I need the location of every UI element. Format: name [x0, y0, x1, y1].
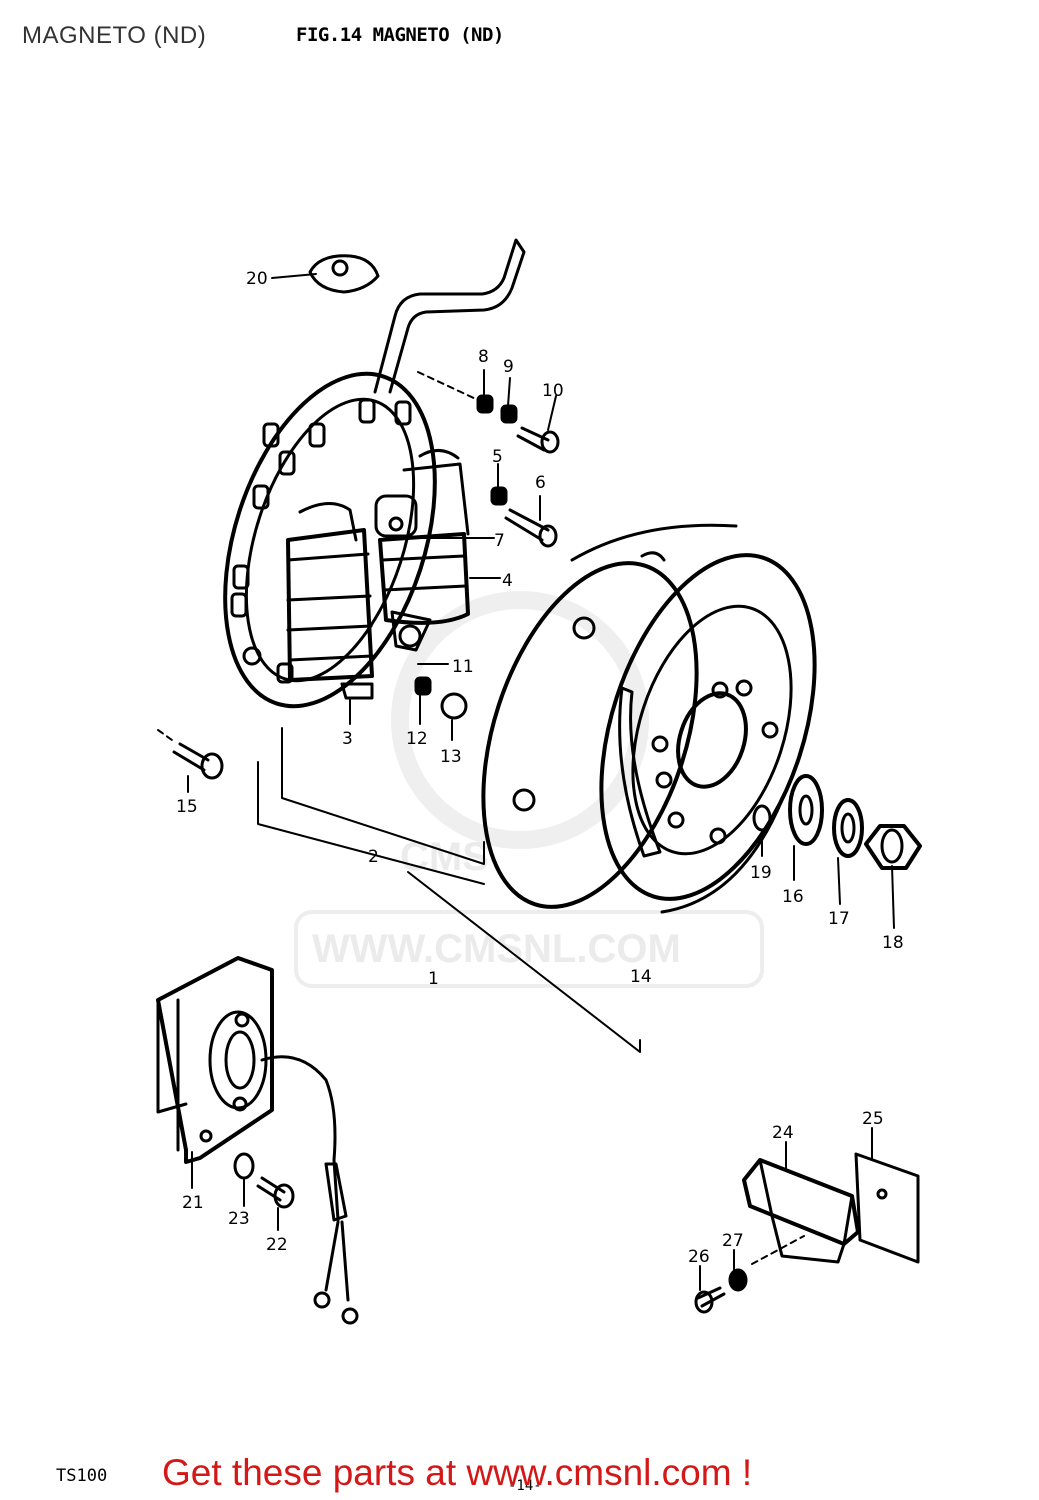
- page-number: -14-: [508, 1478, 542, 1494]
- callout-3: 3: [342, 729, 353, 749]
- callout-10: 10: [542, 381, 564, 401]
- callout-19: 19: [750, 863, 772, 883]
- ignition-coil: [374, 449, 470, 652]
- leader-lines: [187, 273, 895, 1291]
- stator-plate: [223, 371, 437, 709]
- figure-title: FIG.14 MAGNETO (ND): [296, 24, 504, 46]
- callout-23: 23: [228, 1209, 250, 1229]
- watermark-url: WWW.CMSNL.COM: [312, 927, 681, 971]
- callout-2: 2: [368, 847, 379, 867]
- callout-12: 12: [406, 729, 428, 749]
- callout-13: 13: [440, 747, 462, 767]
- lead-wire: [373, 238, 526, 394]
- callout-18: 18: [882, 933, 904, 953]
- callout-27: 27: [722, 1231, 744, 1251]
- callout-8: 8: [478, 347, 489, 367]
- washers-nut: [752, 774, 922, 870]
- callout-labels: 20 8 9 10 5 6 7 4 11 3 12 13 15 2 19 16 …: [176, 269, 904, 1267]
- hardware-upper: [172, 394, 560, 780]
- model-code: TS100: [56, 1466, 108, 1486]
- grommet: [308, 254, 380, 294]
- callout-26: 26: [688, 1247, 710, 1267]
- callout-7: 7: [494, 531, 505, 551]
- cta-link[interactable]: Get these parts at www.cmsnl.com !: [162, 1452, 753, 1493]
- callout-15: 15: [176, 797, 198, 817]
- washer-23: [233, 1152, 255, 1180]
- flywheel-rotor: [481, 523, 817, 914]
- callout-24: 24: [772, 1123, 794, 1143]
- callout-5: 5: [492, 447, 503, 467]
- callout-21: 21: [182, 1193, 204, 1213]
- rectifier-assembly: [694, 1152, 920, 1314]
- charging-coil: [286, 502, 374, 700]
- callout-1: 1: [428, 969, 439, 989]
- page-title: MAGNETO (ND): [22, 22, 207, 49]
- callout-9: 9: [503, 357, 514, 377]
- callout-6: 6: [535, 473, 546, 493]
- callout-11: 11: [452, 657, 474, 677]
- callout-17: 17: [828, 909, 850, 929]
- callout-4: 4: [502, 571, 513, 591]
- group-brackets: [157, 371, 805, 1265]
- callout-14: 14: [630, 967, 652, 987]
- callout-22: 22: [266, 1235, 288, 1255]
- callout-25: 25: [862, 1109, 884, 1129]
- callout-16: 16: [782, 887, 804, 907]
- callout-20: 20: [246, 269, 268, 289]
- bracket-assembly: [156, 956, 359, 1325]
